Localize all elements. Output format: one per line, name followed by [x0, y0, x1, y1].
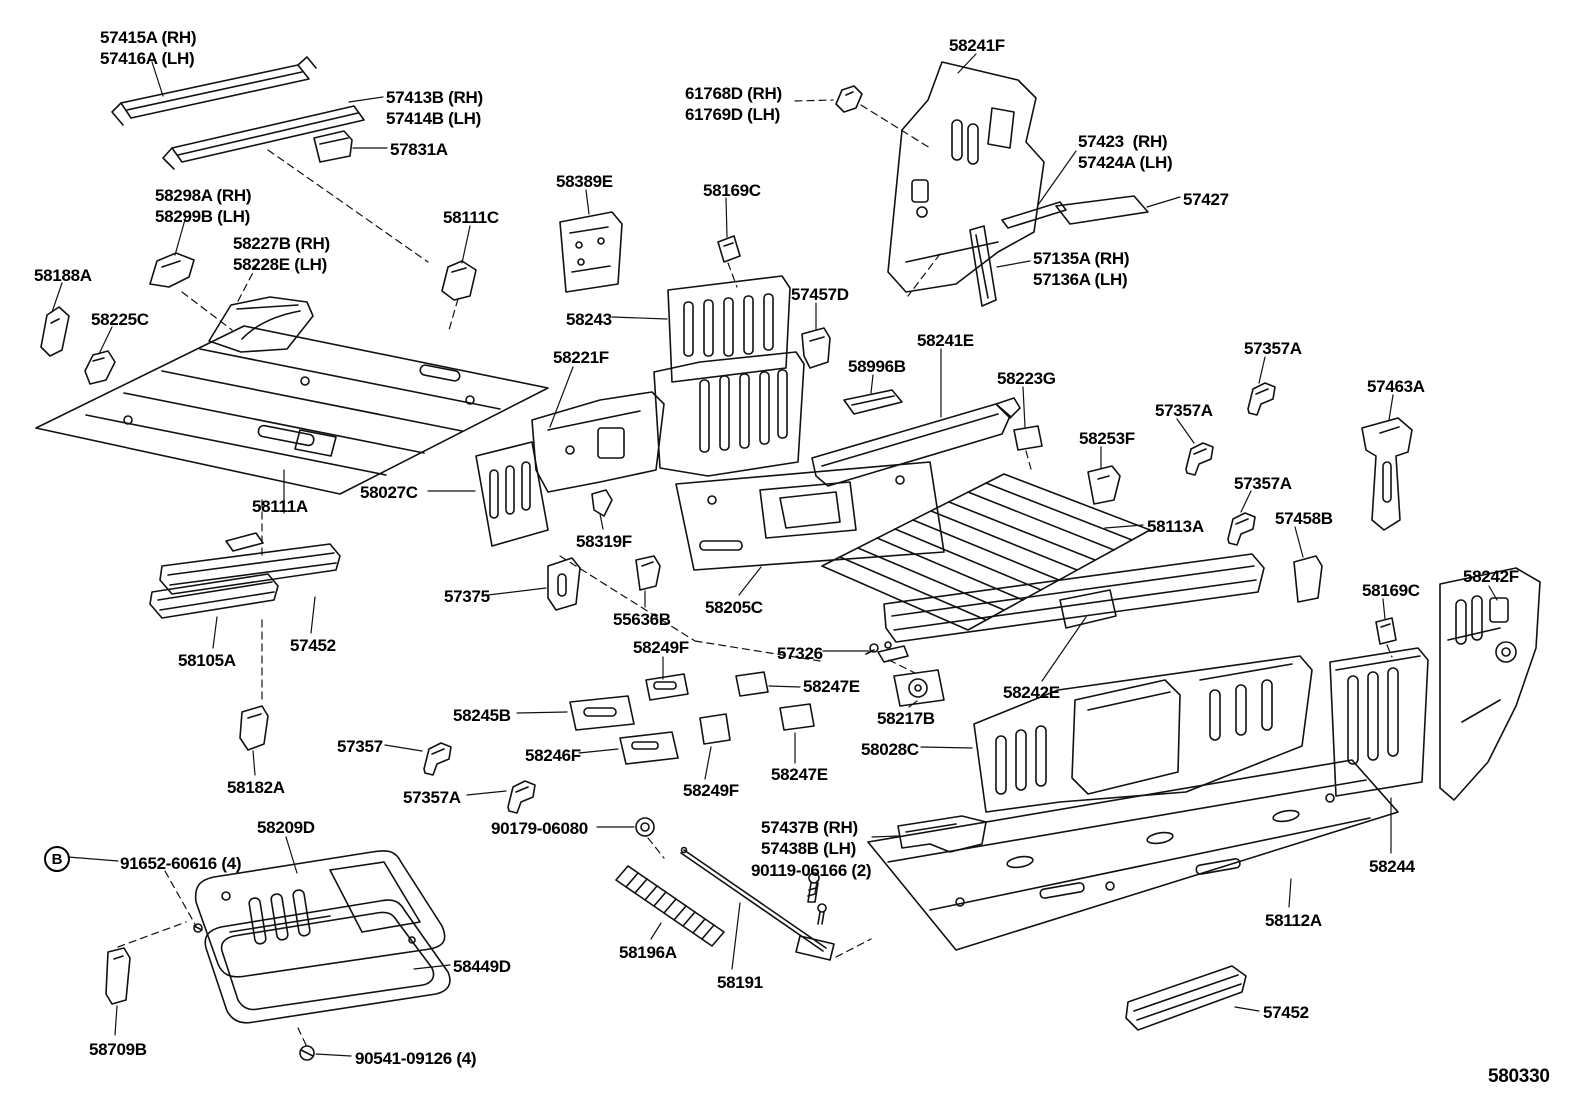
part-57427-plate: [1055, 195, 1149, 225]
part-front-seat-rail-outer: [111, 56, 317, 126]
part-58105a-support: [149, 573, 279, 619]
part-58169c-clip-right: [1375, 617, 1397, 645]
part-58241f-quarter-inner-panel: [887, 61, 1045, 293]
part-58027c-panel: [475, 441, 549, 547]
dashed-reference-lines: [117, 99, 1393, 1046]
part-58449d-seat-frame: [204, 899, 451, 1024]
part-58709b-piece: [105, 947, 131, 1005]
part-57423-sill-strip: [1001, 201, 1067, 229]
part-90179-grommet: [635, 817, 655, 837]
part-front-seat-rail-inner: [162, 105, 365, 170]
part-58249f-plates: [645, 673, 731, 745]
part-rear-sill-member: [883, 553, 1265, 643]
part-58242f-quarter-panel: [1439, 567, 1541, 801]
part-58227b-bracket: [208, 296, 314, 353]
part-58188a-bracket: [40, 306, 70, 357]
part-58319f-bracket: [591, 489, 613, 517]
part-58246f-plate: [619, 731, 679, 765]
part-58996b-plate: [843, 389, 903, 415]
part-58112a-rear-floor-pan: [867, 759, 1399, 951]
part-58247e-plates: [735, 671, 815, 731]
part-58241e-cross-member: [811, 397, 1021, 487]
part-58111c-bracket: [441, 260, 477, 301]
part-90541-screw: [299, 1045, 315, 1061]
part-57452-channel-left: [159, 532, 341, 595]
part-58196a-ribbed-tube: [615, 865, 725, 947]
part-58217b-plate: [893, 669, 945, 707]
part-58245b-plate: [569, 695, 635, 731]
part-57135a-pillar-strip: [969, 225, 997, 307]
part-58298a-bracket: [149, 252, 195, 288]
part-58243-ribbed-panel: [667, 275, 791, 383]
part-57452-channel-bottom: [1125, 965, 1247, 1031]
part-57831a-bracket: [313, 130, 353, 163]
part-58223g-plate: [1013, 425, 1043, 451]
part-61768d-clip: [835, 85, 863, 113]
part-57458b-plate: [1293, 555, 1323, 603]
part-58113a-rear-floor-pan: [821, 473, 1151, 631]
part-57375-bracket: [547, 557, 581, 611]
leader-lines: [51, 53, 1498, 1057]
part-58182a-bracket: [239, 705, 269, 751]
part-58225c-bracket: [84, 350, 116, 385]
part-58111a-front-floor-pan: [35, 325, 549, 495]
part-58205c-center-floor: [675, 461, 945, 571]
part-58028c-rear-panel: [973, 655, 1313, 813]
part-58389e-plate: [559, 211, 623, 293]
part-58221f-tunnel-panel: [531, 391, 665, 493]
part-55636b-bracket: [635, 555, 661, 591]
part-tunnel-front-ribbed-panel: [653, 351, 805, 477]
part-58169c-clip-top: [717, 235, 741, 263]
ref-marker-b: B: [44, 846, 70, 872]
part-57463a-bracket: [1361, 417, 1413, 531]
part-90119-bolts: [807, 872, 827, 925]
part-57326-striker: [865, 641, 909, 663]
part-58253f-bracket: [1087, 465, 1121, 505]
drawing-number: 580330: [1488, 1066, 1550, 1087]
part-57457d-bracket: [801, 327, 831, 369]
part-58191-rod: [680, 846, 835, 961]
part-58244-ribbed-panel: [1329, 647, 1429, 797]
